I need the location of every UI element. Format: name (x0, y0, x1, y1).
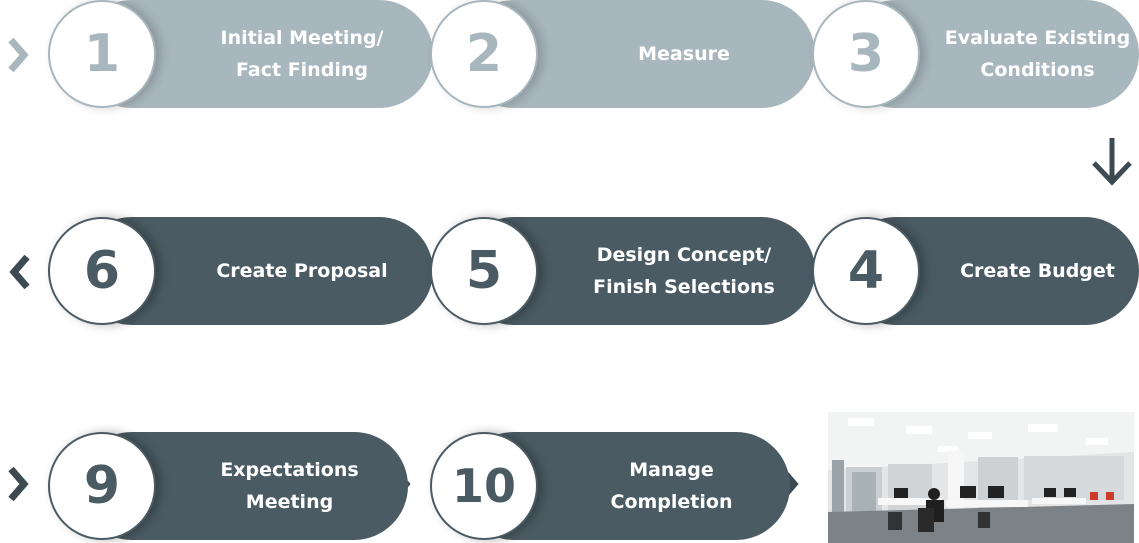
step-5-number: 5 (430, 217, 538, 325)
step-2-number: 2 (430, 0, 538, 108)
office-photo (828, 412, 1134, 543)
chevron-right-icon (8, 37, 29, 73)
chevron-right-icon (8, 466, 29, 502)
step-1-number: 1 (48, 0, 156, 108)
step-6-number: 6 (48, 217, 156, 325)
step-3-number: 3 (812, 0, 920, 108)
step-10-number: 10 (430, 432, 538, 540)
chevron-left-icon (9, 254, 30, 290)
step-9-number: 9 (48, 432, 156, 540)
step-4-number: 4 (812, 217, 920, 325)
arrow-down-icon (1092, 138, 1132, 186)
